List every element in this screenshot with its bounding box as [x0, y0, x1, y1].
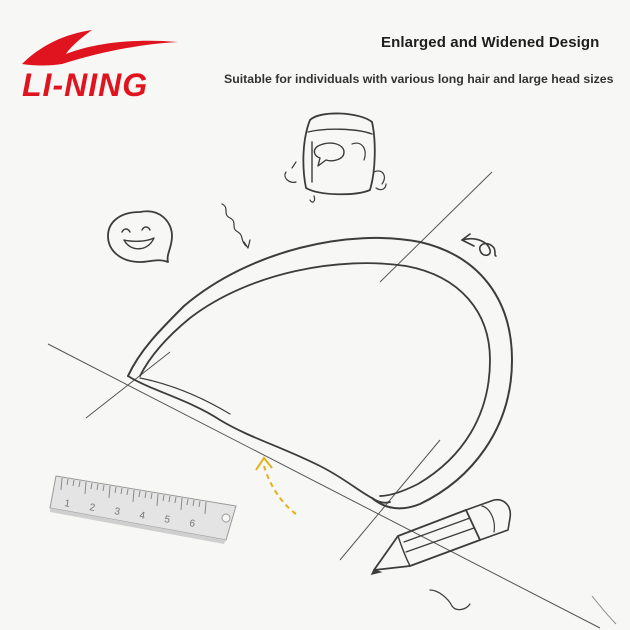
logo-swoosh — [22, 30, 178, 66]
smiley-speech-bubble-icon — [107, 210, 173, 263]
ruler-tick-2: 2 — [88, 502, 96, 514]
sketch-stroke — [591, 595, 617, 625]
diagonal-guide-line — [47, 343, 601, 629]
swim-cap-outer — [127, 236, 513, 510]
tangent-line-right — [339, 439, 441, 561]
ruler-tick-6: 6 — [188, 518, 196, 530]
upward-arrow-icon — [263, 465, 297, 515]
ruler-tick-4: 4 — [138, 510, 146, 522]
li-ning-logo: LI-NING — [22, 30, 178, 103]
curved-arrow-icon — [461, 233, 497, 257]
ruler-tick-1: 1 — [63, 498, 71, 510]
swim-cap-inner — [139, 262, 491, 497]
ruler-icon: 1 2 3 4 5 6 — [49, 475, 237, 544]
logo-wordmark: LI-NING — [22, 67, 148, 103]
pencil-icon — [370, 498, 512, 611]
swim-cap-bottom-edge — [127, 375, 391, 504]
squiggle-icon — [221, 203, 251, 249]
swim-cap-bottom-inner — [139, 377, 231, 415]
shampoo-bottle-icon — [284, 112, 387, 203]
ruler-tick-5: 5 — [163, 514, 171, 526]
subline-text: Suitable for individuals with various lo… — [224, 72, 614, 86]
tangent-line-top — [379, 171, 493, 283]
headline-text: Enlarged and Widened Design — [381, 34, 600, 51]
tangent-line-left — [85, 351, 171, 419]
ruler-tick-3: 3 — [113, 506, 121, 518]
upward-arrow-head — [255, 456, 273, 471]
